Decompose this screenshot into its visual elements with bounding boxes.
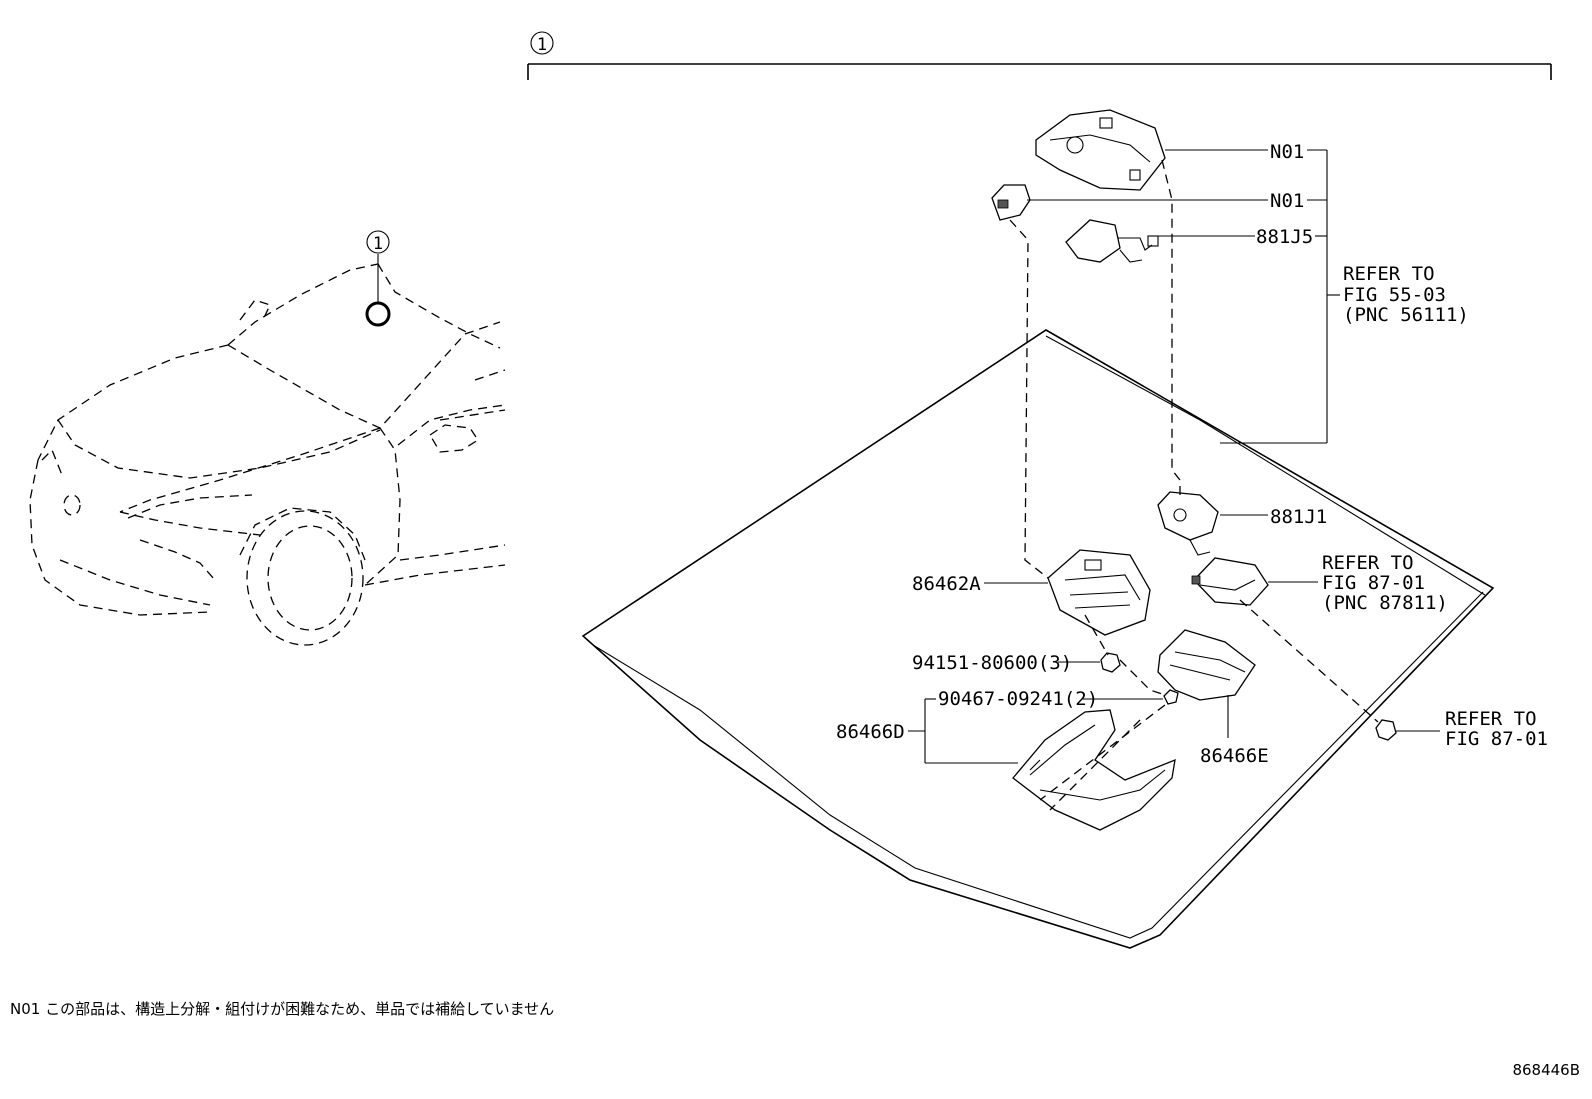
part-n01-upper-bracket: [1035, 109, 1166, 191]
assembly-bracket: 1: [527, 31, 1552, 80]
footnote-n01: N01 この部品は、構造上分解・組付けが困難なため、単品では補給していません: [10, 1000, 554, 1018]
ref-fig55-line3: (PNC 56111): [1343, 304, 1469, 326]
ref-fig87b-line2: FIG 87-01: [1445, 728, 1548, 750]
ref-fig55-line2: FIG 55-03: [1343, 284, 1446, 306]
ref-fig87a-line2: FIG 87-01: [1322, 572, 1425, 594]
car-location-callout: 1: [365, 230, 391, 327]
label-94151: 94151-80600(3): [912, 652, 1072, 674]
sensor-location-marker: [365, 301, 391, 327]
ref-fig-87-01-b: REFER TO FIG 87-01: [1445, 708, 1548, 750]
ref-fig-87-01-a: REFER TO FIG 87-01 (PNC 87811): [1322, 552, 1448, 614]
leader-lines: [908, 149, 1440, 764]
diagram-id: 868446B: [1512, 1061, 1580, 1079]
reference-notes: REFER TO FIG 55-03 (PNC 56111) REFER TO …: [1322, 263, 1548, 750]
part-881J5: [1065, 219, 1159, 263]
part-n01-clip: [991, 184, 1031, 221]
ref-fig87a-line3: (PNC 87811): [1322, 592, 1448, 614]
vehicle-illustration: [29, 263, 506, 646]
label-86462A: 86462A: [912, 573, 981, 595]
assembly-lines: [1009, 159, 1379, 811]
ref-fig87a-line1: REFER TO: [1322, 552, 1414, 574]
label-90467: 90467-09241(2): [938, 688, 1098, 710]
part-labels: N01 N01 881J5 881J1 86462A 94151-80600(3…: [836, 141, 1327, 767]
part-90467-clip: [1163, 689, 1179, 705]
ref-fig87b-line1: REFER TO: [1445, 708, 1537, 730]
part-86466D: [1012, 709, 1176, 831]
car-callout-number: 1: [373, 234, 383, 254]
part-86466E: [1157, 629, 1256, 701]
ref-fig55-line1: REFER TO: [1343, 263, 1435, 285]
part-clip-87-01: [1375, 719, 1397, 741]
windshield-glass: [581, 329, 1495, 949]
label-86466E: 86466E: [1200, 745, 1269, 767]
label-n01-upper: N01: [1270, 141, 1304, 163]
part-94151-nut: [1100, 652, 1121, 673]
ref-fig-55-03: REFER TO FIG 55-03 (PNC 56111): [1343, 263, 1469, 326]
label-n01-lower: N01: [1270, 190, 1304, 212]
label-881J5: 881J5: [1256, 226, 1313, 248]
part-bracket-87811: [1191, 557, 1269, 606]
label-86466D: 86466D: [836, 721, 905, 743]
label-881J1: 881J1: [1270, 506, 1327, 528]
part-881J1: [1157, 491, 1219, 556]
assembly-callout-number: 1: [537, 35, 547, 55]
part-86462A: [1047, 549, 1151, 636]
